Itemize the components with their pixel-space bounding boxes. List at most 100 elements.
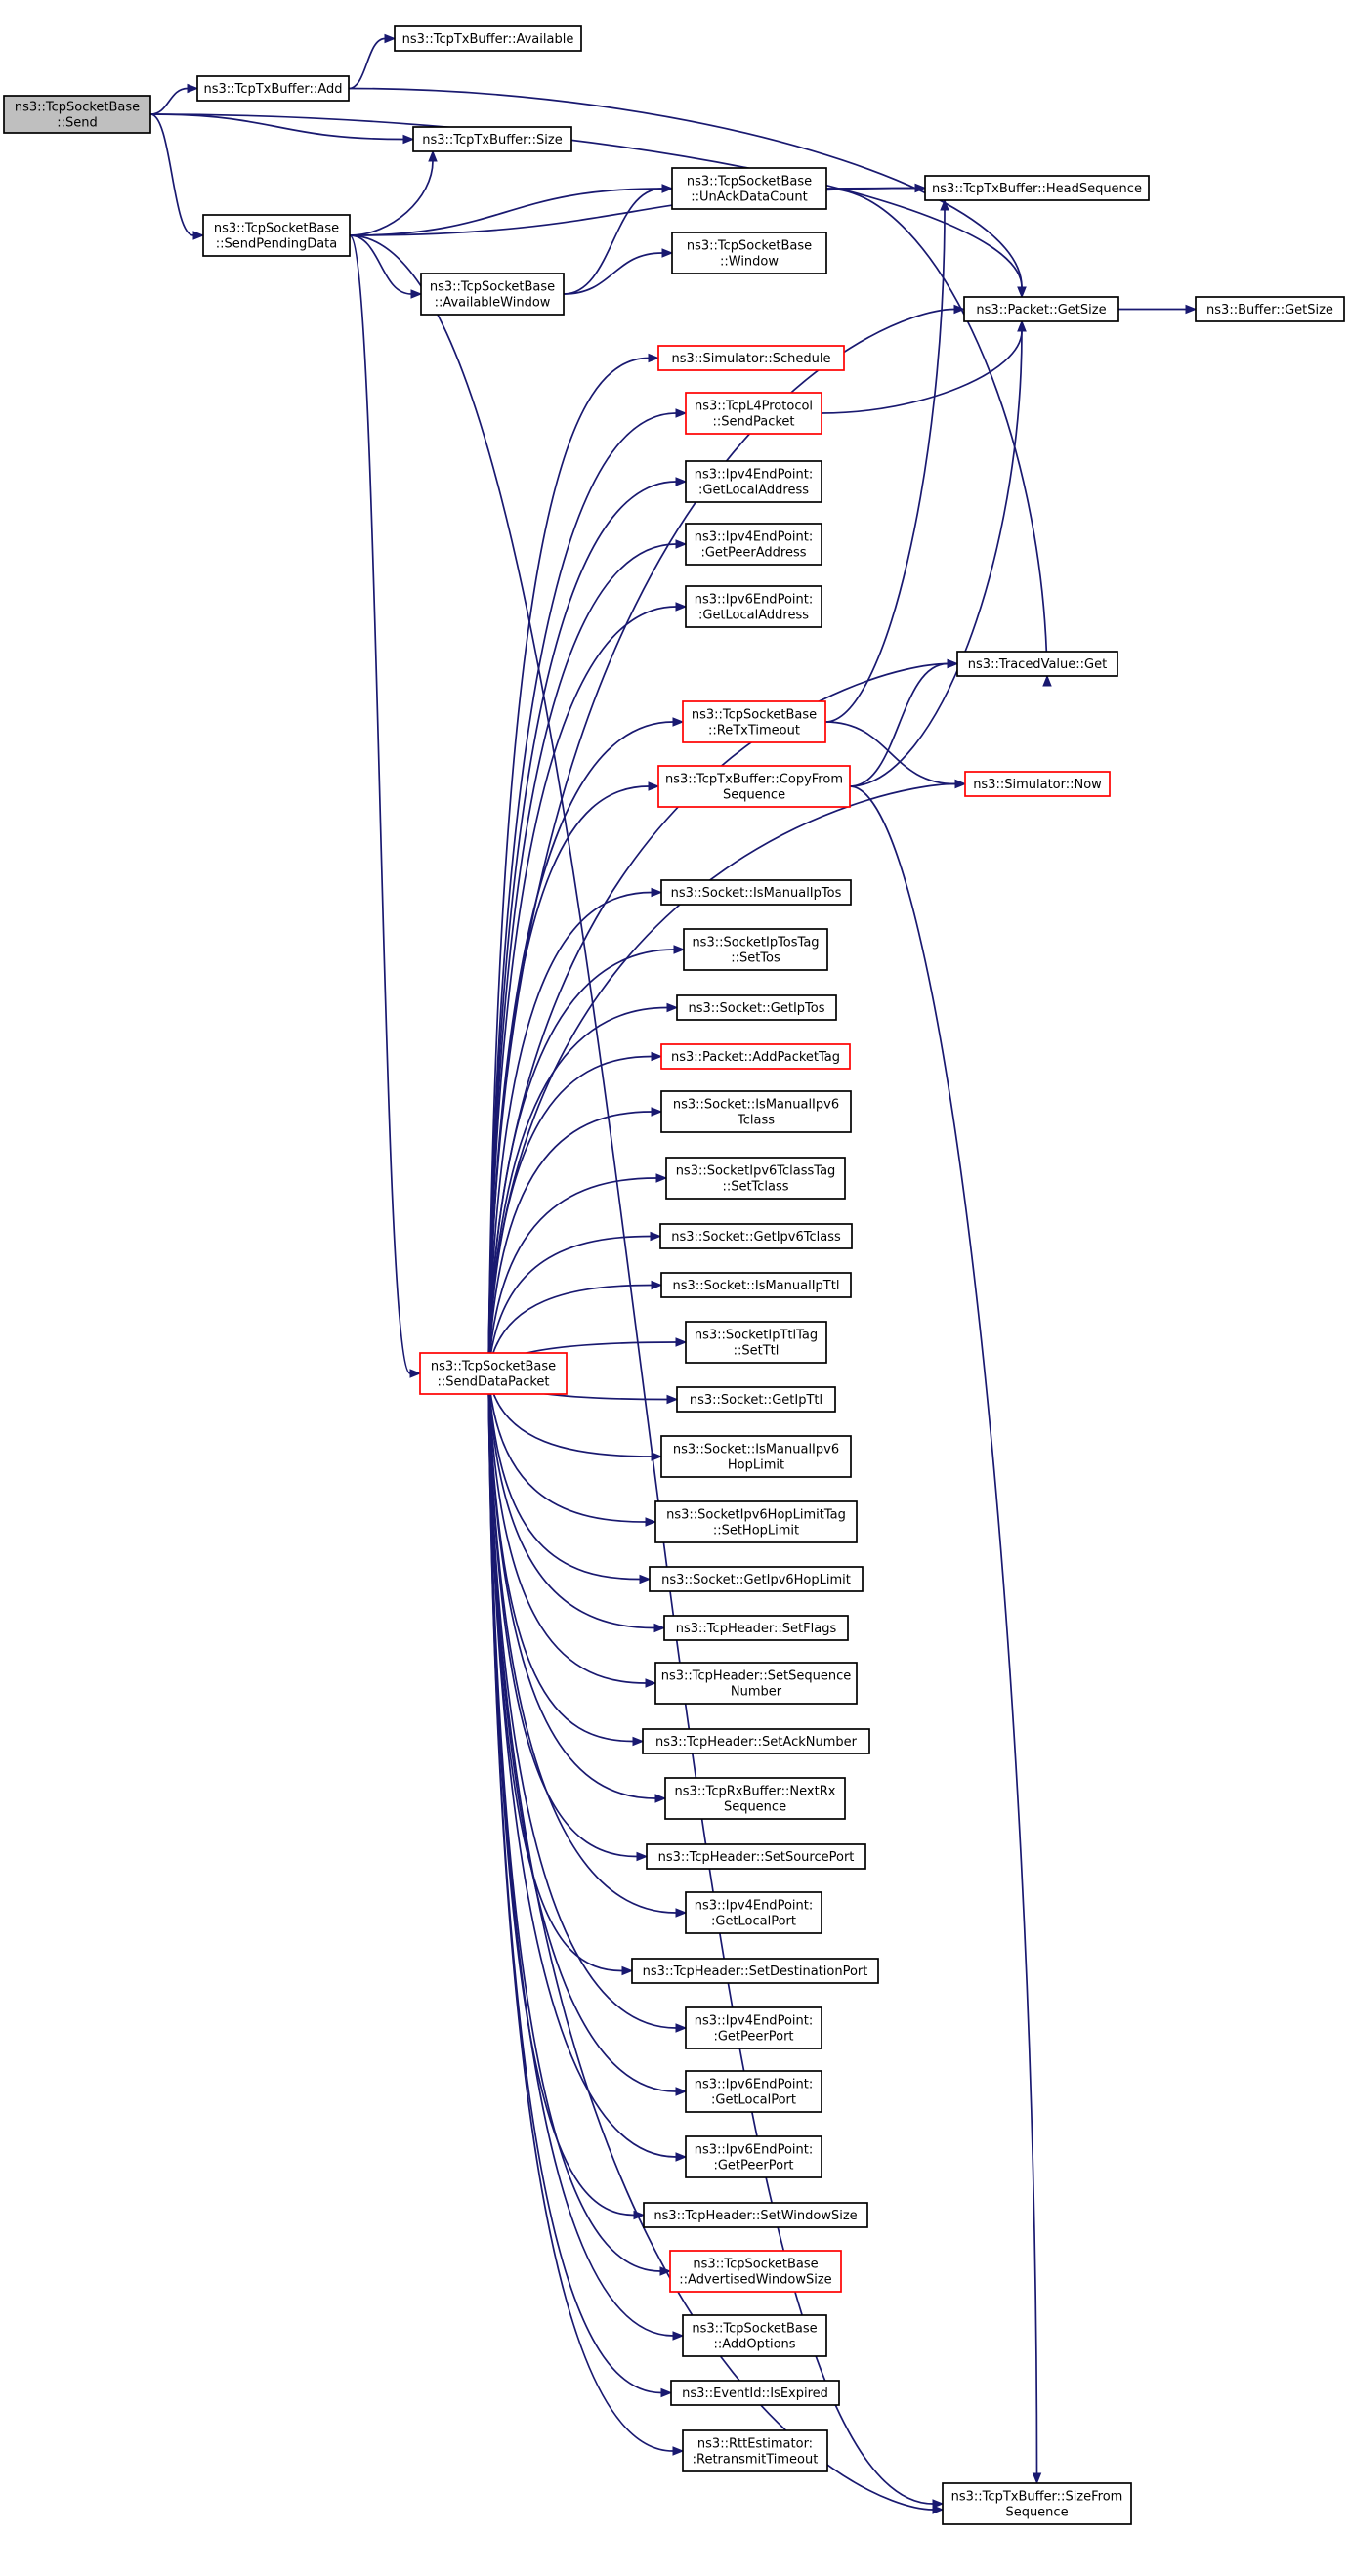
edge-line xyxy=(348,37,386,90)
function-node-schedule[interactable]: ns3::Simulator::Schedule xyxy=(657,345,845,371)
node-box xyxy=(646,1843,866,1870)
function-node-isexpired[interactable]: ns3::EventId::IsExpired xyxy=(670,2380,840,2406)
function-node-window[interactable]: ns3::TcpSocketBase::Window xyxy=(671,232,827,274)
call-edge-sendpending-to-unack xyxy=(349,184,674,236)
function-node-getv6tc[interactable]: ns3::Socket::GetIpv6Tclass xyxy=(659,1223,853,1249)
function-nodes: ns3::TcpSocketBase::Sendns3::TcpTxBuffer… xyxy=(3,25,1345,2525)
function-node-unack[interactable]: ns3::TcpSocketBase::UnAckDataCount xyxy=(671,167,827,210)
arrow-head xyxy=(660,2387,673,2398)
function-node-addtag[interactable]: ns3::Packet::AddPacketTag xyxy=(660,1043,851,1070)
function-node-getiptos[interactable]: ns3::Socket::GetIpTos xyxy=(676,994,837,1021)
function-node-ismipttl[interactable]: ns3::Socket::IsManualIpTtl xyxy=(660,1272,852,1298)
function-node-setflags[interactable]: ns3::TcpHeader::SetFlags xyxy=(663,1615,849,1641)
function-node-retx[interactable]: ns3::TcpSocketBase::ReTxTimeout xyxy=(682,700,826,743)
function-node-setttl[interactable]: ns3::SocketIpTtlTag::SetTtl xyxy=(685,1321,827,1364)
edge-line xyxy=(487,1372,661,2272)
function-node-v4local[interactable]: ns3::Ipv4EndPoint::GetLocalAddress xyxy=(685,460,822,503)
call-edge-sdp-to-v4peer xyxy=(487,539,688,1374)
function-node-ismiptos[interactable]: ns3::Socket::IsManualIpTos xyxy=(660,879,852,906)
node-label-line: ns3::EventId::IsExpired xyxy=(682,2386,828,2401)
node-label-line: ::AddOptions xyxy=(713,2338,795,2352)
call-edge-send-to-sendpending xyxy=(149,113,205,240)
node-box xyxy=(660,1090,852,1133)
function-node-v6lport[interactable]: ns3::Ipv6EndPoint::GetLocalPort xyxy=(685,2070,822,2113)
function-node-pktgetsize[interactable]: ns3::Packet::GetSize xyxy=(963,296,1119,322)
function-node-now[interactable]: ns3::Simulator::Now xyxy=(964,771,1111,797)
function-node-bufgetsize[interactable]: ns3::Buffer::GetSize xyxy=(1195,296,1345,322)
node-label-line: ::UnAckDataCount xyxy=(691,190,808,205)
call-edge-sendpending-to-size xyxy=(349,149,438,236)
function-node-setack[interactable]: ns3::TcpHeader::SetAckNumber xyxy=(642,1728,870,1754)
arrow-head xyxy=(947,658,959,669)
node-label-line: ::SendPacket xyxy=(712,415,794,430)
edge-line xyxy=(487,1372,638,1858)
function-node-setdst[interactable]: ns3::TcpHeader::SetDestinationPort xyxy=(631,1958,879,1984)
node-label-line: ns3::Ipv6EndPoint: xyxy=(695,593,813,608)
function-node-sendpending[interactable]: ns3::TcpSocketBase::SendPendingData xyxy=(202,214,351,257)
function-node-v4peer[interactable]: ns3::Ipv4EndPoint::GetPeerAddress xyxy=(685,523,822,566)
function-node-available[interactable]: ns3::TcpTxBuffer::Available xyxy=(394,25,582,52)
call-edge-sdp-to-sizefrom xyxy=(487,1372,945,2514)
function-node-v6local[interactable]: ns3::Ipv6EndPoint::GetLocalAddress xyxy=(685,585,822,628)
node-box xyxy=(682,700,826,743)
node-label-line: ns3::TcpHeader::SetFlags xyxy=(676,1622,837,1636)
function-node-setwin[interactable]: ns3::TcpHeader::SetWindowSize xyxy=(643,2202,868,2228)
edge-line xyxy=(487,1372,634,1743)
arrow-head xyxy=(632,1736,645,1747)
function-node-addopts[interactable]: ns3::TcpSocketBase::AddOptions xyxy=(682,2314,827,2357)
function-node-headseq[interactable]: ns3::TcpTxBuffer::HeadSequence xyxy=(924,175,1150,201)
node-box xyxy=(660,879,852,906)
call-edge-copyfrom-to-traced xyxy=(849,658,959,787)
function-node-availwin[interactable]: ns3::TcpSocketBase::AvailableWindow xyxy=(420,273,565,316)
node-label-line: ::ReTxTimeout xyxy=(708,724,800,739)
node-label-line: ns3::Simulator::Schedule xyxy=(671,352,830,366)
function-node-v4pport[interactable]: ns3::Ipv4EndPoint::GetPeerPort xyxy=(685,2006,822,2049)
function-node-setsrc[interactable]: ns3::TcpHeader::SetSourcePort xyxy=(646,1843,866,1870)
arrow-head xyxy=(636,1851,649,1862)
edge-line xyxy=(487,891,653,1374)
arrow-head xyxy=(187,83,199,94)
function-node-v4lport[interactable]: ns3::Ipv4EndPoint::GetLocalPort xyxy=(685,1891,822,1934)
call-edge-sdp-to-setwin xyxy=(487,1372,646,2220)
node-box xyxy=(657,765,851,808)
node-label-line: ns3::Ipv4EndPoint: xyxy=(695,468,813,483)
function-node-getv6hl[interactable]: ns3::Socket::GetIpv6HopLimit xyxy=(649,1566,864,1592)
function-node-v6pport[interactable]: ns3::Ipv6EndPoint::GetPeerPort xyxy=(685,2135,822,2178)
edge-line xyxy=(149,113,404,141)
function-node-sdp[interactable]: ns3::TcpSocketBase::SendDataPacket xyxy=(419,1352,568,1395)
node-label-line: ::SendPendingData xyxy=(216,237,338,252)
call-edge-send-to-size xyxy=(149,113,415,145)
function-node-advwin[interactable]: ns3::TcpSocketBase::AdvertisedWindowSize xyxy=(669,2250,842,2293)
function-node-size[interactable]: ns3::TcpTxBuffer::Size xyxy=(412,126,572,152)
arrow-head xyxy=(384,33,397,44)
call-edge-sdp-to-copyfrom xyxy=(487,781,660,1374)
arrow-head xyxy=(651,1051,663,1062)
edge-line xyxy=(487,1111,653,1374)
function-node-sethl[interactable]: ns3::SocketIpv6HopLimitTag::SetHopLimit xyxy=(654,1500,858,1543)
function-node-getipttl[interactable]: ns3::Socket::GetIpTtl xyxy=(676,1386,836,1413)
function-node-add[interactable]: ns3::TcpTxBuffer::Add xyxy=(196,75,350,102)
function-node-rtt[interactable]: ns3::RttEstimator::RetransmitTimeout xyxy=(682,2429,828,2472)
node-label-line: :GetPeerAddress xyxy=(700,546,806,561)
node-label-line: Tclass xyxy=(737,1114,775,1128)
function-node-settclass[interactable]: ns3::SocketIpv6TclassTag::SetTclass xyxy=(665,1157,846,1200)
arrow-head xyxy=(661,248,674,258)
arrow-head xyxy=(402,134,415,145)
arrow-head xyxy=(673,945,686,954)
function-node-send[interactable]: ns3::TcpSocketBase::Send xyxy=(3,95,151,134)
node-box xyxy=(670,2380,840,2406)
function-node-settos[interactable]: ns3::SocketIpTosTag::SetTos xyxy=(683,928,828,971)
edge-line xyxy=(487,357,650,1374)
function-node-l4send[interactable]: ns3::TcpL4Protocol::SendPacket xyxy=(685,392,822,435)
node-box xyxy=(682,2429,828,2472)
node-box xyxy=(663,1615,849,1641)
arrow-head xyxy=(648,781,660,791)
function-node-traced[interactable]: ns3::TracedValue::Get xyxy=(956,651,1118,677)
edge-line xyxy=(487,606,677,1374)
